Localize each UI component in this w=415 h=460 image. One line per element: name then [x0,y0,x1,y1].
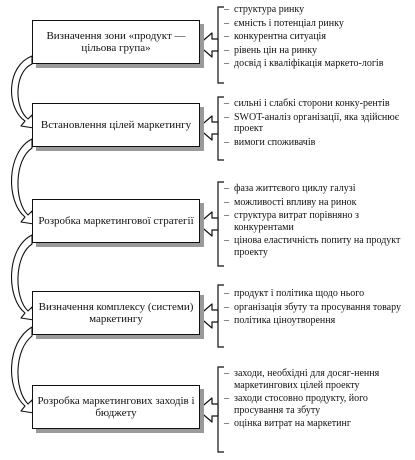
factor-item: цінова еластичність попиту на продукт пр… [224,235,414,258]
stage-label: Встановлення цілей маркетингу [40,119,192,131]
factor-list-5: заходи, необхідні для досяг-нення маркет… [224,368,414,432]
factor-item: політика ціноутворення [224,315,414,327]
left-arrow-4 [197,303,219,329]
arrows-layer [197,32,219,423]
stage-box-marketing-mix: Визначення комплексу (системи) маркетинг… [32,291,200,335]
factor-item: конкурентна ситуація [224,31,414,43]
curved-arrow-4 [10,326,35,414]
factor-item: ємність і потенціал ринку [224,18,414,30]
factor-item: рівень цін на ринку [224,45,414,57]
curved-arrow-3 [10,234,35,321]
left-arrow-2 [197,115,219,141]
factor-item: оцінка витрат на маркетинг [224,418,414,430]
stage-label: Розробка маркетингових заходів і бюджету [37,395,195,419]
factor-list-2: сильні і слабкі сторони конку-рентів SWO… [224,98,414,150]
stage-label: Розробка маркетингової стратегії [38,215,194,227]
factor-item: заходи, необхідні для досяг-нення маркет… [224,368,414,391]
factor-item: можливості впливу на ринок [224,197,414,209]
factor-item: досвід і кваліфікація маркето-логів [224,58,414,70]
curved-arrows-layer [10,55,35,414]
factor-item: структура витрат порівняно з конкурентам… [224,210,414,233]
curved-arrow-2 [10,138,35,225]
stage-box-product-target-zone: Визначення зони «продукт — цільова група… [32,20,200,64]
left-arrow-5 [197,397,219,423]
stage-box-marketing-strategy: Розробка маркетингової стратегії [32,199,200,243]
stage-label: Визначення комплексу (системи) маркетинг… [38,301,194,325]
stage-box-marketing-goals: Встановлення цілей маркетингу [32,103,200,147]
factor-item: структура ринку [224,4,414,16]
factor-item: SWOT-аналіз організації, яка здійснює пр… [224,112,414,135]
left-arrow-3 [197,211,219,237]
stage-label: Визначення зони «продукт — цільова група… [46,30,186,54]
factor-item: сильні і слабкі сторони конку-рентів [224,98,414,110]
factor-item: заходи стосовно продукту, його просуванн… [224,393,414,416]
stage-box-measures-budget: Розробка маркетингових заходів і бюджету [32,385,200,429]
factor-list-3: фаза життєвого циклу галузі можливості в… [224,183,414,260]
curved-arrow-1 [11,55,35,129]
factor-list-1: структура ринку ємність і потенціал ринк… [224,4,414,72]
factor-list-4: продукт і політика щодо нього організаці… [224,288,414,329]
factor-item: організація збуту та просування товару [224,302,414,314]
factor-item: фаза життєвого циклу галузі [224,183,414,195]
factor-item: вимоги споживачів [224,137,414,149]
factor-item: продукт і політика щодо нього [224,288,414,300]
left-arrow-1 [197,32,219,58]
